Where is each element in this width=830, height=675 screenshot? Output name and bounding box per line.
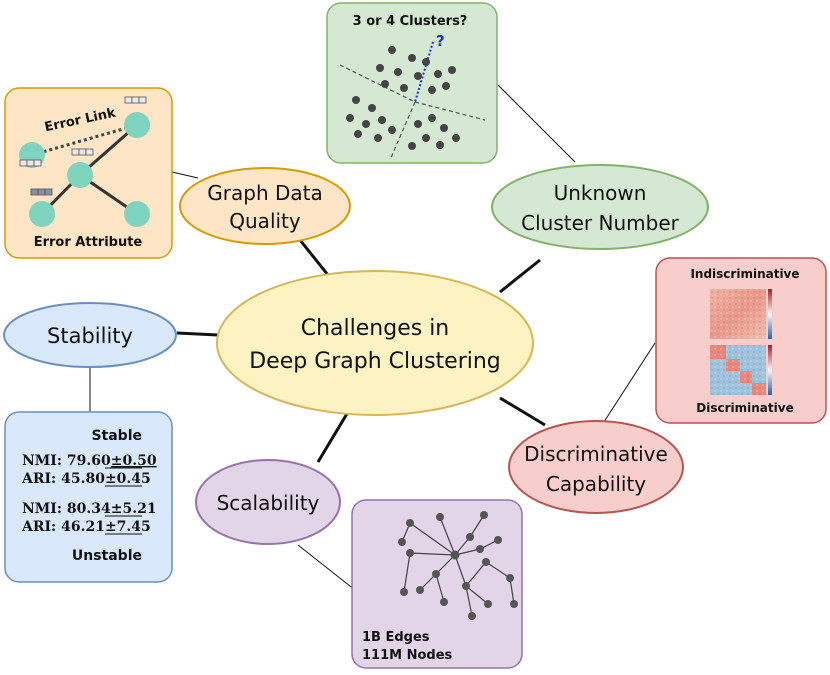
discriminative-label: Discriminative: [696, 401, 793, 415]
attribute-vector-icons: [19, 96, 147, 196]
discriminative-panel: Indiscriminative Discriminative: [655, 257, 827, 424]
discriminative-label-line2: Capability: [546, 472, 646, 496]
quality-label-line1: Graph Data: [207, 181, 322, 205]
center-node[interactable]: Challenges in Deep Graph Clustering: [216, 270, 534, 416]
connector-scalability: [316, 411, 350, 463]
connector-discriminative: [499, 396, 546, 427]
question-title: 3 or 4 Clusters?: [353, 14, 468, 29]
edges-count: 1B Edges: [362, 630, 430, 645]
unknown-label-line1: Unknown: [554, 181, 647, 205]
discriminative-node[interactable]: Discriminative Capability: [508, 420, 684, 514]
quality-panel: Error Link Error Attribute: [4, 87, 173, 259]
scalability-label: Scalability: [217, 491, 320, 515]
stability-node[interactable]: Stability: [3, 302, 177, 368]
connector-unknown: [499, 258, 541, 294]
stable-ari-row: ARI: 45.80±0.45: [21, 471, 151, 487]
quality-node[interactable]: Graph Data Quality: [179, 167, 351, 245]
indiscriminative-heatmap-icon: [710, 289, 772, 339]
discriminative-heatmap-icon: [710, 345, 772, 395]
discriminative-label-line1: Discriminative: [524, 442, 668, 466]
stable-title: Stable: [91, 428, 142, 444]
stability-label: Stability: [47, 324, 133, 348]
unknown-label-line2: Cluster Number: [521, 211, 679, 235]
scalability-node[interactable]: Scalability: [195, 459, 341, 545]
uncertain-divider: [414, 41, 434, 103]
question-mark: ?: [436, 32, 445, 50]
unstable-title: Unstable: [72, 548, 142, 564]
error-attribute-label: Error Attribute: [34, 235, 143, 250]
scalability-panel: 1B Edges 111M Nodes: [351, 499, 523, 669]
link-unknown-panel: [497, 84, 576, 163]
stable-nmi-row: NMI: 79.60±0.50: [22, 453, 157, 469]
connectors: [89, 84, 656, 591]
unstable-nmi-row: NMI: 80.34±5.21: [22, 501, 157, 517]
nodes-count: 111M Nodes: [362, 648, 453, 663]
unknown-node[interactable]: Unknown Cluster Number: [491, 164, 709, 250]
link-scalability-panel: [297, 544, 356, 591]
unstable-ari-row: ARI: 46.21±7.45: [21, 519, 151, 535]
cluster-dividers: [339, 64, 486, 161]
cluster-points: [346, 46, 460, 150]
stability-panel: Stable NMI: 79.60±0.50 ARI: 45.80±0.45 N…: [4, 411, 173, 583]
center-label-line1: Challenges in: [301, 316, 450, 341]
large-graph-nodes: [398, 511, 518, 620]
unknown-panel: 3 or 4 Clusters? ?: [326, 2, 498, 164]
connector-quality: [298, 239, 330, 276]
indiscriminative-label: Indiscriminative: [690, 267, 799, 281]
link-discriminative-panel: [601, 342, 656, 426]
link-quality-panel: [171, 171, 199, 179]
center-label-line2: Deep Graph Clustering: [249, 349, 501, 374]
connector-stability: [176, 331, 219, 337]
quality-label-line2: Quality: [229, 209, 301, 233]
